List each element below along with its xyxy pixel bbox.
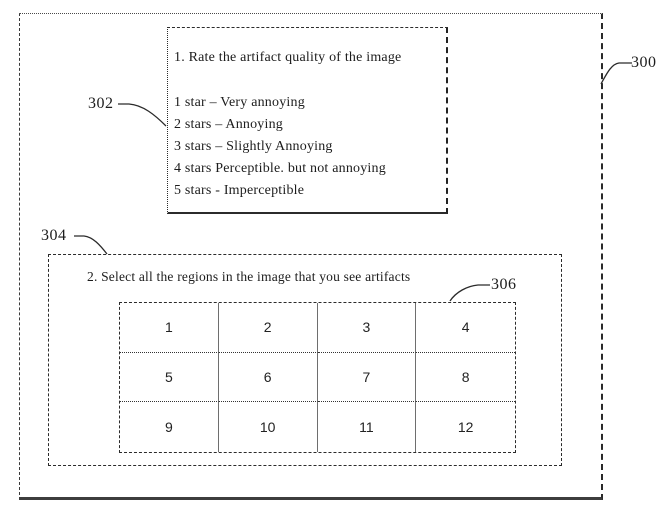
rating-option-5-stars: 5 stars - Imperceptible (174, 183, 305, 198)
rating-options-list: 1 star – Very annoying 2 stars – Annoyin… (174, 92, 442, 202)
rating-option-1-star: 1 star – Very annoying (174, 95, 305, 110)
leader-line-300 (600, 62, 632, 85)
region-cell-6: 6 (218, 352, 318, 403)
rating-option-4-stars: 4 stars Perceptible. but not annoying (174, 161, 386, 176)
region-cell-2: 2 (218, 303, 318, 353)
region-grid: 1 2 3 4 5 6 7 8 9 10 11 12 (119, 302, 516, 453)
region-cell-11: 11 (318, 402, 417, 452)
region-instruction: 2. Select all the regions in the image t… (87, 269, 411, 284)
ref-numeral-300: 300 (631, 54, 657, 71)
region-cell-1: 1 (120, 303, 219, 353)
ref-numeral-302: 302 (88, 95, 114, 112)
region-cell-9: 9 (120, 402, 219, 452)
region-cell-12: 12 (457, 419, 474, 436)
rating-instructions-box: 1. Rate the artifact quality of the imag… (167, 27, 448, 214)
ref-numeral-304: 304 (41, 227, 67, 244)
region-select-panel: 2. Select all the regions in the image t… (48, 254, 562, 466)
region-cell-7: 7 (317, 352, 417, 403)
region-cell-4: 4 (416, 303, 515, 353)
rating-option-3-stars: 3 stars – Slightly Annoying (174, 139, 333, 154)
region-cell-8: 8 (416, 353, 515, 403)
ref-numeral-306: 306 (491, 276, 517, 293)
region-cell-3: 3 (317, 303, 417, 353)
region-cell-10: 10 (219, 402, 318, 452)
region-cell-5: 5 (120, 352, 219, 403)
rating-option-2-stars: 2 stars – Annoying (174, 117, 283, 132)
rating-title: 1. Rate the artifact quality of the imag… (174, 50, 402, 65)
